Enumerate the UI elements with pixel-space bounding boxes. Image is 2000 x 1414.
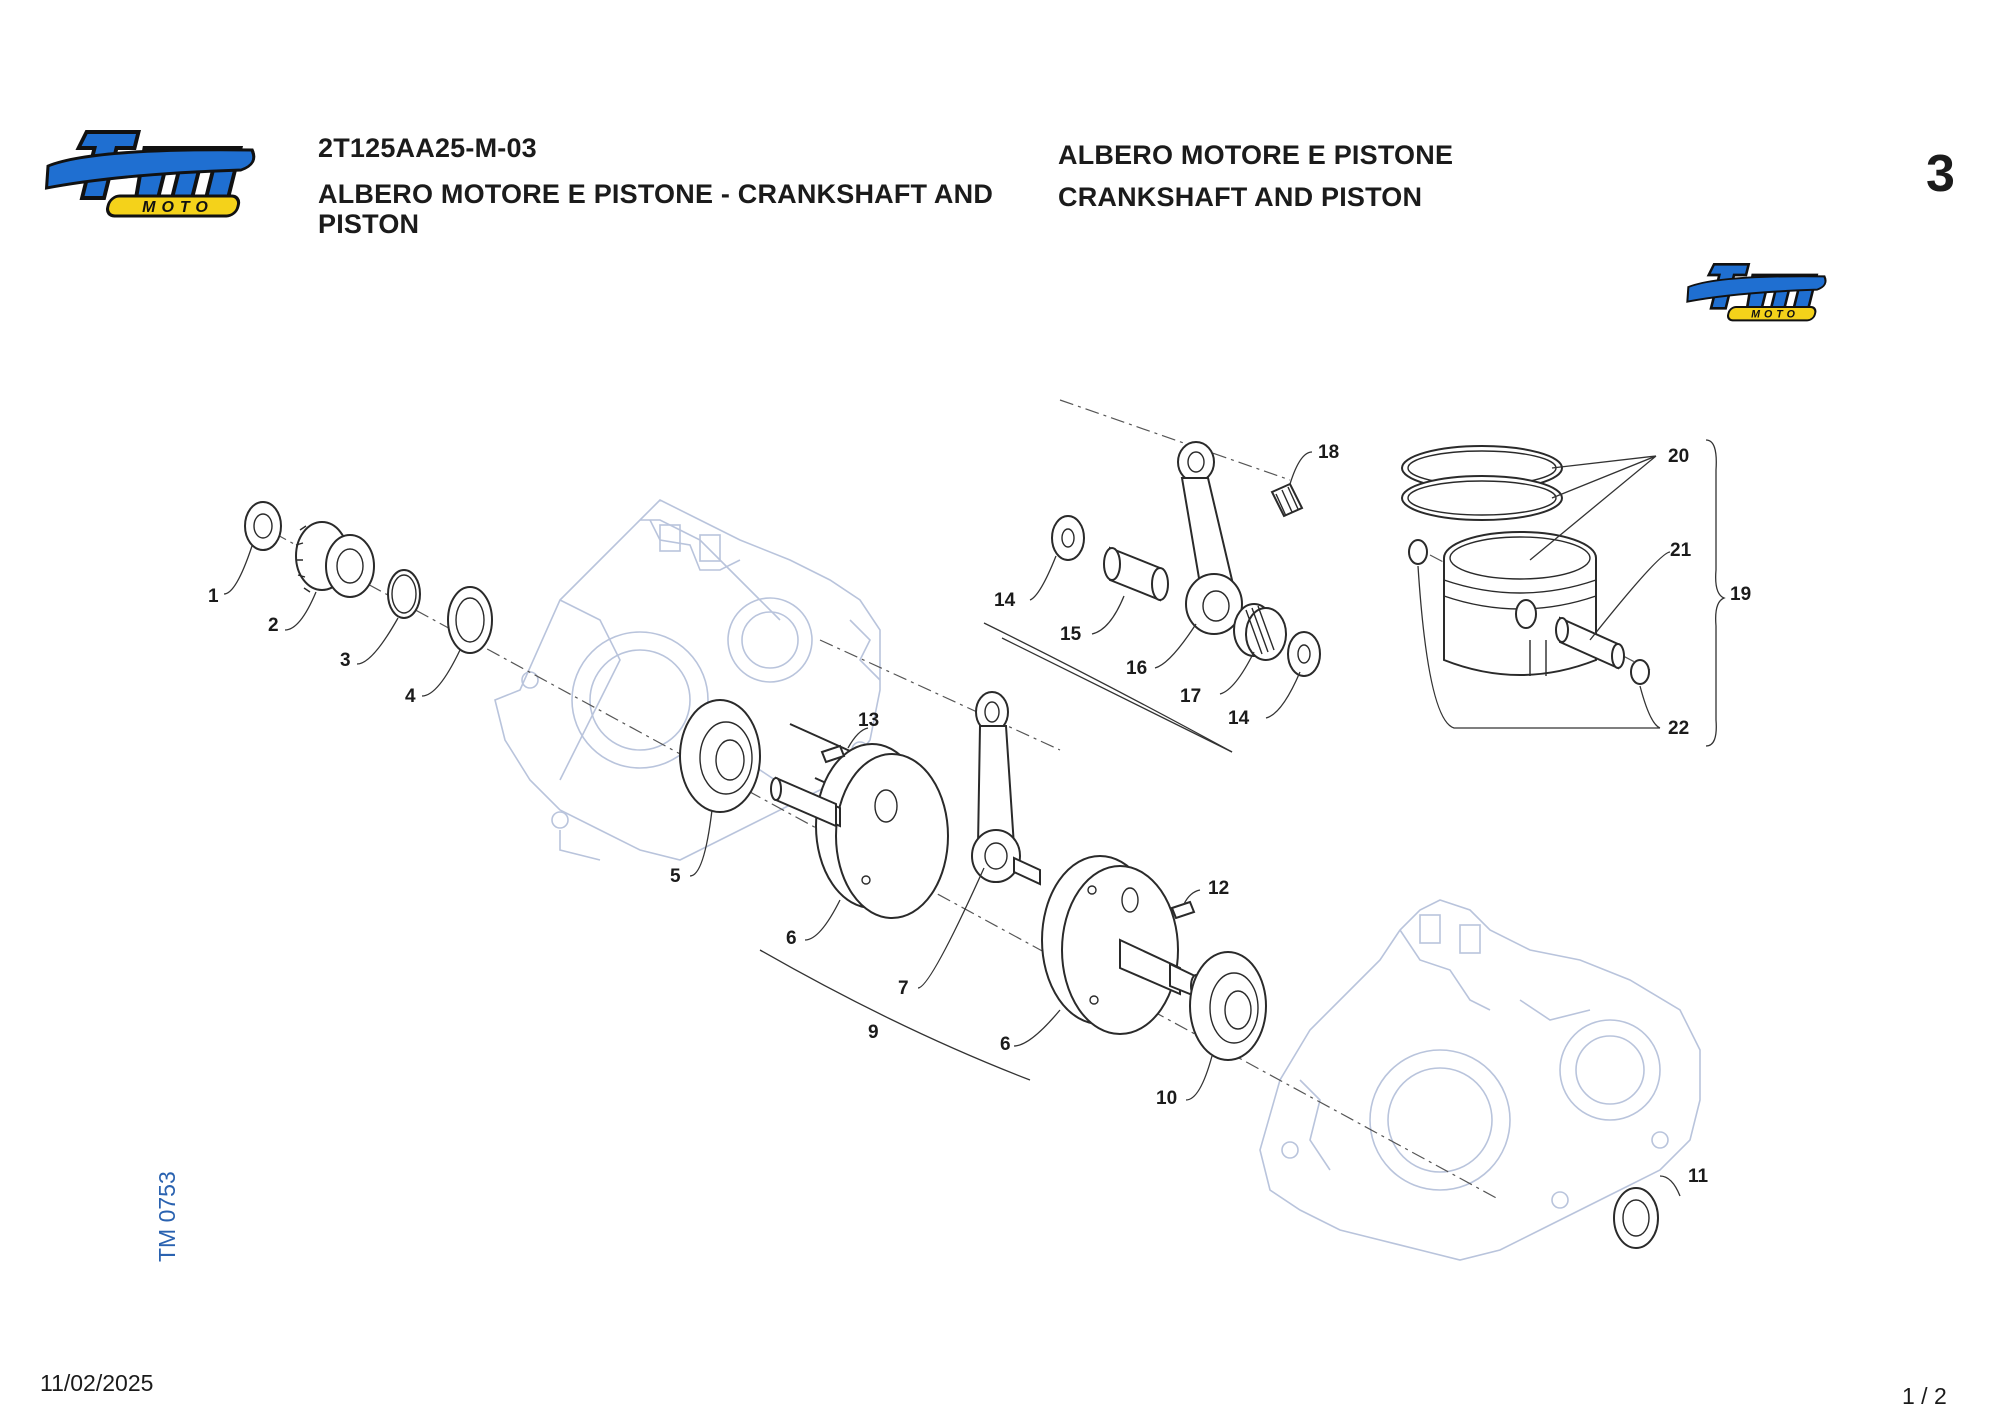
part-crank-pin bbox=[1103, 546, 1169, 602]
part-o-ring bbox=[387, 569, 421, 619]
part-piston-rings bbox=[1401, 445, 1563, 521]
group-bracket-piston-kit bbox=[1705, 439, 1726, 747]
document-date: 11/02/2025 bbox=[40, 1370, 154, 1396]
part-nut bbox=[244, 501, 282, 551]
tm-moto-badge bbox=[105, 194, 241, 218]
callout-21: 21 bbox=[1670, 540, 1692, 561]
part-oil-seal-right bbox=[1613, 1187, 1659, 1249]
tm-moto-logo-small-subtext: MOTO bbox=[1751, 309, 1799, 321]
page-number: 1 / 2 bbox=[1902, 1383, 1947, 1409]
callout-6-left: 6 bbox=[786, 928, 797, 949]
part-piston-pin bbox=[1555, 616, 1625, 670]
callout-22: 22 bbox=[1668, 718, 1689, 739]
leader-lines bbox=[223, 451, 1681, 1197]
callout-5: 5 bbox=[670, 866, 681, 887]
part-crankshaft-left-shaft bbox=[770, 776, 837, 828]
callout-10: 10 bbox=[1156, 1088, 1177, 1109]
callout-14-upper: 14 bbox=[994, 590, 1016, 611]
part-washer-upper bbox=[1051, 515, 1085, 561]
part-oil-seal-left bbox=[447, 586, 493, 654]
callout-19: 19 bbox=[1730, 584, 1751, 605]
part-bearing-right bbox=[1189, 951, 1267, 1061]
part-gear bbox=[295, 521, 375, 598]
callout-20: 20 bbox=[1668, 446, 1689, 467]
callout-6-right: 6 bbox=[1000, 1034, 1011, 1055]
page-title: ALBERO MOTORE E PISTONE - CRANKSHAFT AND… bbox=[318, 179, 994, 239]
callout-7: 7 bbox=[898, 978, 909, 999]
part-piston bbox=[1443, 531, 1597, 676]
tm-moto-logo: MOTO bbox=[44, 130, 256, 218]
callout-18: 18 bbox=[1318, 442, 1339, 463]
part-key-left bbox=[820, 744, 846, 764]
callout-15: 15 bbox=[1060, 624, 1082, 645]
title-english: CRANKSHAFT AND PISTON bbox=[1058, 182, 1423, 212]
callout-13: 13 bbox=[858, 710, 879, 731]
part-needle-bearing-large bbox=[1233, 603, 1287, 661]
part-washer-lower bbox=[1287, 631, 1321, 677]
title-italian: ALBERO MOTORE E PISTONE bbox=[1058, 140, 1454, 170]
callout-labels: 1 2 3 4 5 6 7 9 6 10 11 12 13 14 15 16 1… bbox=[208, 442, 1751, 1187]
callout-14-lower: 14 bbox=[1228, 708, 1250, 729]
document-id: TM 0753 bbox=[154, 1171, 180, 1262]
part-connecting-rod bbox=[1177, 441, 1243, 635]
tm-moto-logo-subtext: MOTO bbox=[142, 199, 214, 216]
tm-moto-logo-small: MOTO bbox=[1686, 263, 1827, 322]
sheet-number: 3 bbox=[1926, 145, 1955, 203]
callout-2: 2 bbox=[268, 615, 279, 636]
callout-3: 3 bbox=[340, 650, 351, 671]
part-flywheel-right bbox=[1041, 855, 1179, 1035]
group-bracket-conrod-kit bbox=[983, 622, 1233, 753]
part-bearing-left bbox=[679, 699, 761, 813]
callout-16: 16 bbox=[1126, 658, 1147, 679]
part-flywheel-left bbox=[779, 723, 949, 919]
part-circlip-right bbox=[1630, 659, 1650, 685]
part-needle-bearing-small bbox=[1270, 482, 1304, 518]
callout-11: 11 bbox=[1688, 1166, 1709, 1187]
callout-1: 1 bbox=[208, 586, 219, 607]
callout-9: 9 bbox=[868, 1022, 879, 1043]
callout-4: 4 bbox=[405, 686, 416, 707]
group-bracket-crankshaft bbox=[759, 949, 1031, 1081]
callout-17: 17 bbox=[1180, 686, 1201, 707]
callout-12: 12 bbox=[1208, 878, 1229, 899]
crankcase-left bbox=[494, 499, 881, 861]
part-key-right bbox=[1170, 900, 1196, 920]
crankcase-right bbox=[1259, 899, 1701, 1261]
document-code: 2T125AA25-M-03 bbox=[318, 133, 537, 163]
part-connecting-rod-assembled bbox=[971, 691, 1041, 886]
part-circlip-left bbox=[1408, 539, 1428, 565]
